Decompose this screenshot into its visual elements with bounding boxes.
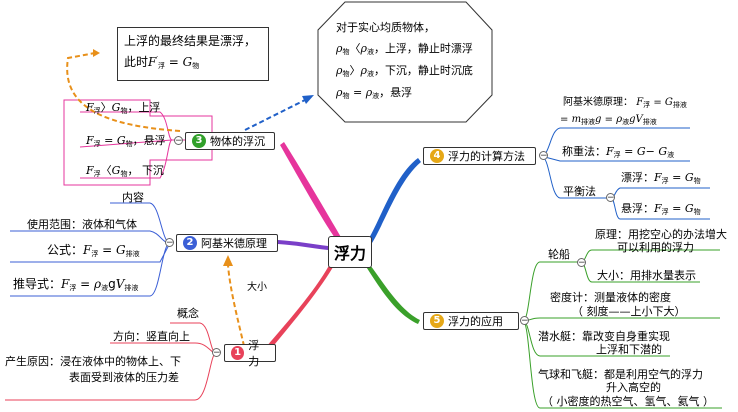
b5-ship: 轮船 bbox=[548, 248, 570, 261]
number-badge-1: 1 bbox=[231, 346, 245, 360]
collapse-toggle-b5[interactable]: − bbox=[520, 316, 529, 326]
branch-4-connector bbox=[368, 158, 421, 243]
b2-content: 内容 bbox=[122, 191, 144, 204]
number-badge-3: 3 bbox=[192, 134, 206, 148]
branch-3-connector bbox=[280, 142, 344, 245]
b5-densimeter-line2: （ 刻度——上小下大） bbox=[572, 305, 686, 318]
float-result-line2: 此时F′浮 = G物 bbox=[124, 55, 200, 70]
branch-4-label: 浮力的计算方法 bbox=[448, 150, 525, 163]
number-badge-2: 2 bbox=[183, 236, 197, 250]
branch-5-label: 浮力的应用 bbox=[448, 315, 503, 328]
b1-cause-line1: 产生原因：浸在液体中的物体上、下 bbox=[5, 355, 181, 368]
b3-suspend: F浮 = G物，悬浮 bbox=[86, 134, 166, 148]
solid-callout-down: ρ物〉ρ液，下沉，静止时沉底 bbox=[336, 64, 473, 78]
b1-to-b2-link-label: 大小 bbox=[247, 282, 267, 293]
float-result-callout: 上浮的最终结果是漂浮， 此时F′浮 = G物 bbox=[117, 27, 269, 81]
b5-ship-principle-line1: 原理：用挖空心的办法增大 bbox=[595, 228, 727, 241]
b2-derived-formula: 推导式：F浮 = ρ液gV排液 bbox=[13, 277, 139, 293]
branch-1-connector bbox=[266, 260, 336, 350]
branch-5-node[interactable]: 5 浮力的应用 bbox=[423, 312, 519, 330]
collapse-toggle-b3[interactable]: − bbox=[174, 136, 183, 146]
b2-formula: 公式：F浮 = G排液 bbox=[47, 243, 140, 259]
b4-weighing: 称重法：F浮 = G− G液 bbox=[562, 145, 675, 159]
solid-object-callout-frame bbox=[317, 1, 493, 123]
solid-callout-up: ρ物〈ρ液，上浮，静止时漂浮 bbox=[336, 42, 473, 56]
b3-float-up: F浮〉G物，上浮 bbox=[86, 101, 161, 115]
solid-callout-equal: ρ物 = ρ液，悬浮 bbox=[336, 86, 413, 100]
b5-submarine-line2: 上浮和下潜的 bbox=[596, 343, 662, 356]
solid-callout-title: 对于实心均质物体， bbox=[336, 21, 435, 34]
collapse-toggle-b5-ship[interactable]: − bbox=[577, 258, 586, 268]
number-badge-4: 4 bbox=[430, 149, 444, 163]
b1-direction: 方向：竖直向上 bbox=[113, 330, 190, 343]
b5-densimeter-line1: 密度计：测量液体的密度 bbox=[550, 291, 671, 304]
b4-archimedes-line2: = m排液g = ρ液gV排液 bbox=[560, 114, 657, 126]
b5-balloon-line1: 气球和飞艇：都是利用空气的浮力 bbox=[538, 368, 703, 381]
b5-ship-size: 大小：用排水量表示 bbox=[597, 269, 696, 282]
b5-ship-principle-line2: 可以利用的浮力 bbox=[617, 241, 694, 254]
b4-archimedes-line1: 阿基米德原理： F浮 = G排液 bbox=[563, 97, 687, 109]
branch-2-node[interactable]: 2 阿基米德原理 bbox=[176, 234, 278, 252]
callout-link-solid bbox=[244, 99, 306, 131]
branch-1-node[interactable]: 1 浮力 bbox=[224, 339, 276, 368]
branch-2-connector bbox=[278, 240, 328, 250]
branch-3-node[interactable]: 3 物体的浮沉 bbox=[185, 132, 275, 150]
branch-2-label: 阿基米德原理 bbox=[201, 237, 267, 250]
branch-1-label: 浮力 bbox=[248, 339, 260, 368]
collapse-toggle-b2[interactable]: − bbox=[165, 238, 174, 248]
central-topic[interactable]: 浮力 bbox=[328, 236, 372, 268]
branch-3-label: 物体的浮沉 bbox=[210, 135, 265, 148]
branch-4-node[interactable]: 4 浮力的计算方法 bbox=[423, 147, 536, 165]
branch-5-connector bbox=[365, 262, 420, 324]
b5-balloon-line2: 升入高空的 bbox=[606, 381, 661, 394]
link-b1-b2-arrowhead bbox=[223, 255, 233, 266]
branch-3-children-lines bbox=[63, 99, 213, 186]
b1-cause-line2: 表面受到液体的压力差 bbox=[69, 371, 179, 384]
b1-concept: 概念 bbox=[177, 307, 199, 320]
callout-link-float-result bbox=[66, 52, 181, 132]
collapse-toggle-b4-balance[interactable]: − bbox=[606, 193, 615, 203]
collapse-toggle-b1[interactable]: − bbox=[212, 348, 221, 358]
link-b1-to-b2 bbox=[227, 264, 245, 347]
b5-balloon-line3: （ 小密度的热空气、氢气、氦气 ） bbox=[542, 395, 714, 408]
b4-suspending: 悬浮：F浮 = G物 bbox=[621, 202, 701, 216]
float-result-line1: 上浮的最终结果是漂浮， bbox=[124, 34, 257, 48]
callout-link-solid-arrowhead bbox=[302, 95, 314, 104]
b4-floating: 漂浮：F浮 = G物 bbox=[621, 171, 701, 185]
number-badge-5: 5 bbox=[430, 314, 444, 328]
b2-range: 使用范围：液体和气体 bbox=[27, 218, 137, 231]
callout-link-arrowhead bbox=[93, 49, 100, 57]
collapse-toggle-b4[interactable]: − bbox=[539, 151, 548, 161]
b5-submarine-line1: 潜水艇：靠改变自身重实现 bbox=[538, 330, 670, 343]
b4-balance: 平衡法 bbox=[563, 185, 596, 198]
b3-sink: F浮〈G物， 下沉 bbox=[86, 164, 164, 178]
